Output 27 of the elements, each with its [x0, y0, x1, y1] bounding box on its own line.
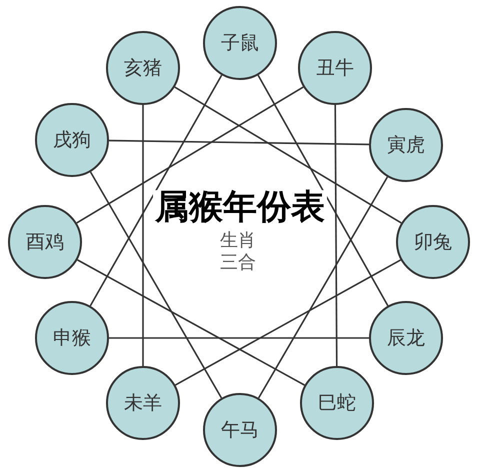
- connector-line: [257, 74, 389, 306]
- connector-line: [142, 105, 144, 366]
- connector-line: [77, 259, 305, 386]
- connector-line: [76, 86, 304, 224]
- connector-line: [174, 259, 402, 386]
- zodiac-circle: 丑牛: [298, 31, 372, 105]
- zodiac-circle: 申猴: [35, 301, 109, 375]
- center-label: 生肖: [220, 229, 256, 252]
- zodiac-circle: 辰龙: [369, 301, 443, 375]
- connector-line: [334, 105, 338, 366]
- connector-line: [109, 337, 369, 339]
- zodiac-circle: 巳蛇: [300, 366, 374, 440]
- zodiac-circle: 寅虎: [369, 108, 443, 182]
- connector-line: [90, 74, 222, 306]
- title: 属猴年份表: [153, 190, 327, 226]
- connector-line: [174, 86, 402, 224]
- zodiac-circle: 未羊: [106, 366, 180, 440]
- connector-line: [90, 172, 222, 398]
- connector-line: [258, 176, 388, 398]
- zodiac-circle: 亥猪: [106, 31, 180, 105]
- zodiac-circle: 子鼠: [203, 6, 277, 80]
- center-label: 三合: [220, 251, 256, 274]
- zodiac-circle: 午马: [203, 393, 277, 467]
- zodiac-circle: 酉鸡: [8, 205, 82, 279]
- zodiac-circle: 卯兔: [396, 205, 470, 279]
- zodiac-circle: 戌狗: [35, 103, 109, 177]
- connector-line: [108, 140, 370, 146]
